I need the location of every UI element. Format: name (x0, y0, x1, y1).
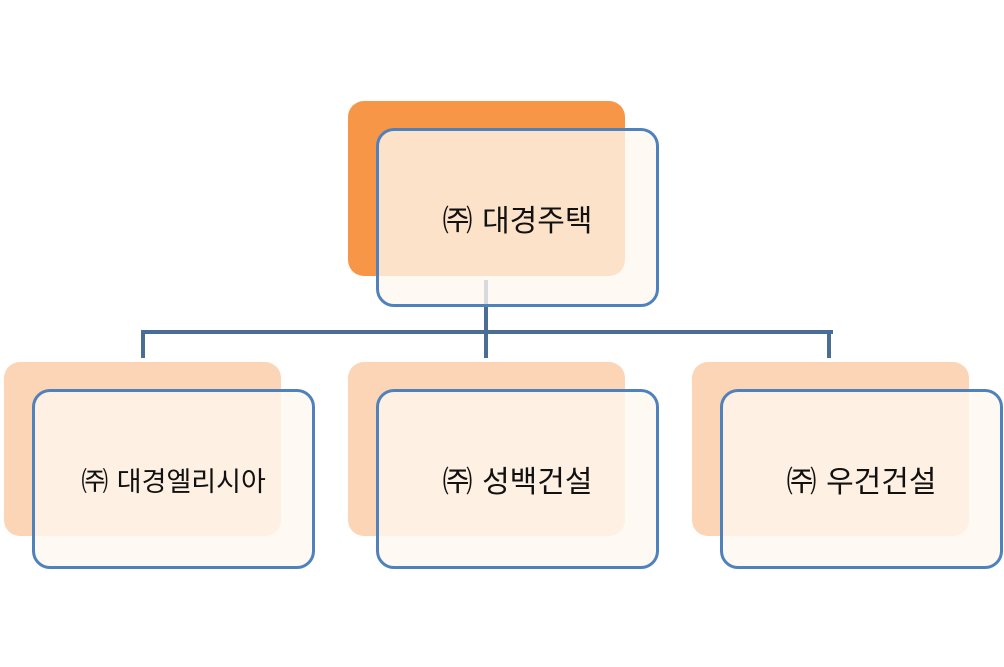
child-node-label-1: ㈜ 대경엘리시아 (81, 466, 266, 498)
child-connector-line-right (827, 330, 831, 358)
child-node-seongbaek[interactable]: ㈜ 성백건설 (376, 389, 659, 569)
child-node-label-3: ㈜ 우건건설 (786, 465, 937, 500)
child-connector-line-center (484, 330, 488, 358)
child-connector-line-left (141, 330, 145, 358)
root-node-label: ㈜ 대경주택 (442, 203, 593, 239)
root-node[interactable]: ㈜ 대경주택 (376, 128, 659, 307)
child-node-wugeon[interactable]: ㈜ 우건건설 (720, 389, 1003, 569)
child-node-label-2: ㈜ 성백건설 (442, 465, 593, 500)
child-node-daekyung-elysia[interactable]: ㈜ 대경엘리시아 (32, 389, 315, 569)
